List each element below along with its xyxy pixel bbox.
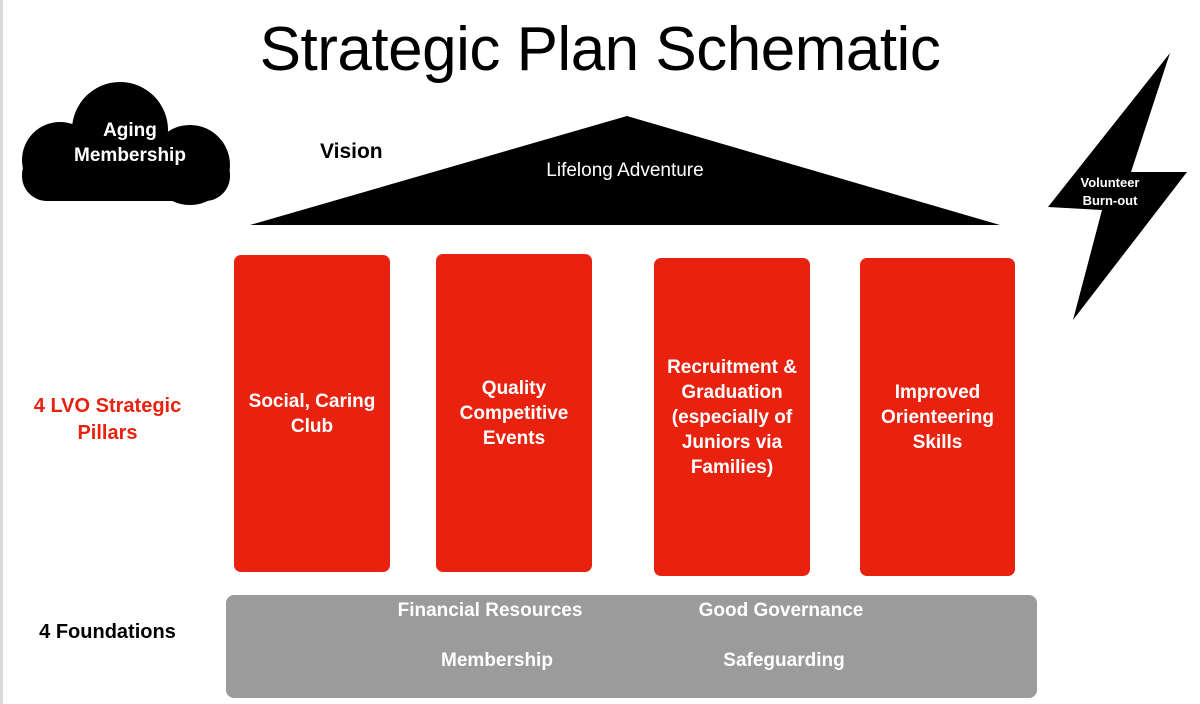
vision-label: Vision — [320, 140, 383, 163]
vision-roof-triangle — [250, 116, 1000, 225]
foundation-financial-resources: Financial Resources — [397, 600, 583, 621]
vision-text: Lifelong Adventure — [546, 160, 704, 181]
pillar-text: Recruitment & Graduation (especially of … — [667, 356, 797, 478]
pillar-text: Social, Caring Club — [248, 390, 376, 437]
foundation-safeguarding: Safeguarding — [723, 650, 845, 671]
pillar-text: Improved Orienteering Skills — [881, 381, 994, 453]
cloud-shape — [22, 82, 230, 205]
lightning-bolt-shape — [1048, 53, 1187, 320]
foundations-label: 4 Foundations — [39, 621, 176, 643]
page-title: Strategic Plan Schematic — [259, 15, 941, 84]
pillar-4: Improved Orienteering Skills — [860, 258, 1015, 576]
pillars-label: 4 LVO Strategic Pillars — [33, 395, 182, 444]
pillar-1: Social, Caring Club — [234, 255, 390, 572]
foundation-membership: Membership — [441, 650, 553, 671]
foundation-good-governance: Good Governance — [698, 600, 864, 621]
pillar-3: Recruitment & Graduation (especially of … — [654, 258, 810, 576]
left-border — [0, 0, 3, 704]
pillar-text: Quality Competitive Events — [459, 377, 569, 449]
threat-aging-membership: Aging Membership — [74, 120, 186, 166]
foundations-base — [226, 595, 1037, 698]
threat-volunteer-burnout: Volunteer Burn-out — [1080, 175, 1140, 208]
pillar-2: Quality Competitive Events — [436, 254, 592, 572]
